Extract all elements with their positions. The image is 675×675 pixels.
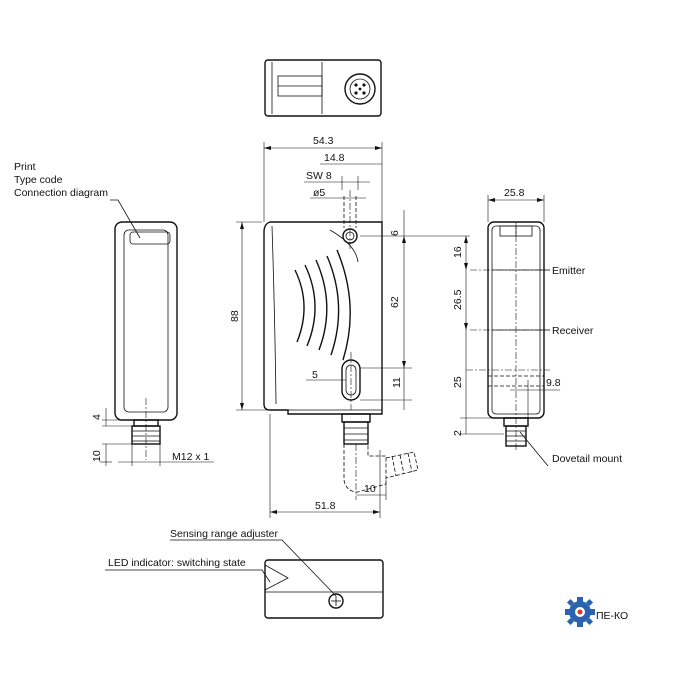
company-logo: ПЕ-КО [565, 597, 628, 627]
label-receiver: Receiver [552, 325, 594, 337]
dim-slot-height: 11 [391, 377, 403, 388]
dim-hole-diameter: ø5 [313, 187, 325, 199]
label-sensing-adjuster: Sensing range adjuster [170, 528, 278, 540]
dim-connector-offset: 14.8 [324, 152, 345, 164]
dim-depth: 25.8 [504, 187, 525, 199]
bottom-view [105, 539, 384, 619]
dim-wrench-size: SW 8 [306, 170, 332, 182]
dim-connector-bend: 10 [364, 483, 376, 495]
label-led-indicator: LED indicator: switching state [108, 557, 246, 569]
label-print: Print [14, 161, 36, 173]
dim-optics-spacing: 26.5 [452, 289, 464, 310]
dim-mount-offset: 9.8 [546, 377, 561, 389]
top-view [264, 59, 382, 117]
dim-slot-width: 5 [312, 369, 318, 381]
label-emitter: Emitter [552, 265, 586, 277]
dim-mount-height: 25 [452, 376, 464, 388]
dim-emitter-offset: 16 [452, 246, 464, 258]
dim-side-connector-a: 4 [91, 414, 103, 420]
dim-width-total: 54.3 [313, 135, 334, 147]
dim-height-total: 88 [229, 310, 241, 322]
gear-icon [565, 597, 595, 627]
dim-body-width: 51.8 [315, 500, 336, 512]
dim-mount-gap: 2 [452, 430, 464, 436]
label-type-code: Type code [14, 174, 63, 186]
dim-side-connector-b: 10 [91, 450, 103, 462]
logo-text: ПЕ-КО [596, 610, 628, 622]
dim-top-offset: 6 [389, 230, 401, 236]
left-side-view [100, 199, 214, 466]
front-view [236, 142, 470, 518]
dim-hole-spacing: 62 [389, 296, 401, 308]
label-dovetail: Dovetail mount [552, 453, 622, 465]
right-side-view [460, 195, 560, 467]
dim-thread: M12 x 1 [172, 451, 210, 463]
label-connection-diagram: Connection diagram [14, 187, 108, 199]
